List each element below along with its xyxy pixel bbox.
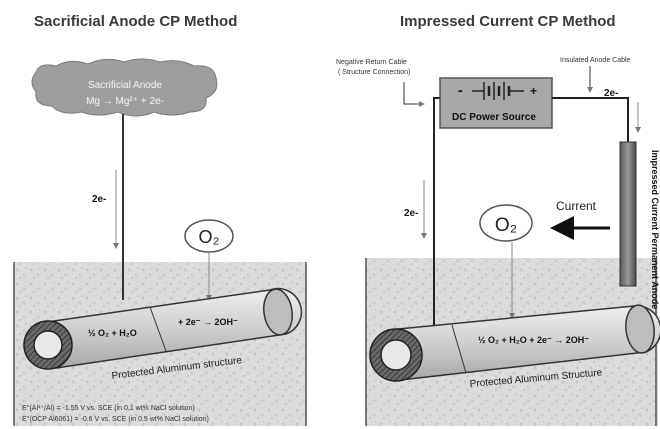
left-footnote-1: E°(Al³⁺/Al) = -1.55 V vs. SCE (in 0.1 wt… bbox=[22, 404, 195, 412]
right-pipe bbox=[369, 304, 660, 382]
right-pipe-reaction: ½ O₂ + H₂O + 2e⁻ → 2OH⁻ bbox=[478, 335, 589, 345]
anode-cable-label: Insulated Anode Cable bbox=[560, 57, 631, 64]
left-electron-label: 2e- bbox=[92, 194, 106, 205]
left-pipe-reaction-b: + 2e⁻ → 2OH⁻ bbox=[178, 317, 238, 327]
dc-power-label: DC Power Source bbox=[452, 112, 536, 123]
right-electron-label-top: 2e- bbox=[604, 88, 618, 99]
impressed-anode-label: Impressed Current Permanent Anode bbox=[650, 150, 660, 309]
sacrificial-anode-block bbox=[31, 58, 218, 117]
left-title: Sacrificial Anode CP Method bbox=[34, 13, 237, 30]
right-title: Impressed Current CP Method bbox=[400, 13, 616, 30]
return-cable-label-2: ( Structure Connection) bbox=[338, 69, 410, 76]
right-oxygen-label: O₂ bbox=[495, 215, 517, 236]
current-label: Current bbox=[556, 199, 597, 213]
left-oxygen-bubble bbox=[184, 219, 234, 253]
return-cable-label-1: Negative Return Cable bbox=[336, 59, 407, 66]
insulated-anode-cable bbox=[552, 97, 629, 142]
left-pipe bbox=[23, 287, 303, 370]
battery-symbol bbox=[472, 82, 524, 100]
sacrificial-anode-reaction: Mg → Mg²⁺ + 2e- bbox=[86, 96, 164, 107]
battery-positive: + bbox=[530, 84, 537, 98]
left-pipe-reaction-a: ½ O₂ + H₂O bbox=[88, 328, 137, 338]
battery-negative: - bbox=[458, 82, 463, 98]
impressed-current-anode bbox=[619, 141, 637, 287]
left-oxygen-label: O₂ bbox=[199, 227, 220, 247]
negative-return-cable bbox=[433, 97, 440, 330]
left-footnote-2: E°(OCP Al6061) = -0.6 V vs. SCE (in 0.5 … bbox=[22, 415, 209, 423]
right-electron-label-side: 2e- bbox=[404, 208, 418, 219]
sacrificial-anode-label: Sacrificial Anode bbox=[88, 80, 162, 91]
right-oxygen-bubble bbox=[479, 204, 533, 242]
return-cable-pointer bbox=[403, 82, 425, 107]
dc-power-source bbox=[439, 77, 553, 129]
